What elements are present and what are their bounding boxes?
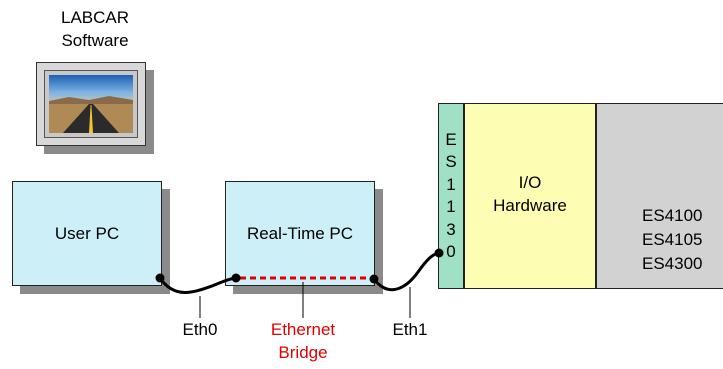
- user-pc-port: [155, 273, 165, 283]
- es1130-char: 1: [446, 174, 456, 194]
- eth1-cable: [372, 251, 440, 292]
- es1130-char: 0: [446, 242, 456, 261]
- es1130-char: S: [445, 152, 457, 171]
- es1130-char: 3: [446, 219, 456, 239]
- rt-pc-label: Real-Time PC: [246, 224, 354, 243]
- es-modules-box: ES4100 ES4105 ES4300: [596, 103, 723, 289]
- user-pc-box: User PC: [12, 181, 162, 286]
- es1130-char: 1: [446, 197, 456, 216]
- es-module-label: ES4105: [642, 230, 703, 249]
- user-pc-label: User PC: [54, 224, 120, 243]
- road-landscape-icon: [36, 62, 146, 146]
- road-photo: [49, 75, 133, 133]
- es1130-char: E: [445, 129, 457, 149]
- rt-pc-port-left: [231, 273, 241, 283]
- rt-pc-port-right: [369, 274, 379, 284]
- es1130-port: [434, 248, 444, 258]
- rt-pc-box: Real-Time PC: [225, 181, 375, 286]
- es1130-strip: E S 1 1 3 0: [438, 103, 464, 289]
- bridge-label-line1: Ethernet: [270, 320, 336, 339]
- eth0-label: Eth0: [182, 320, 218, 339]
- software-label-line2: Software: [61, 31, 129, 50]
- software-label: LABCAR Software: [40, 6, 150, 52]
- ethernet-bridge-label: Ethernet Bridge: [253, 318, 353, 364]
- io-hardware-box: I/O Hardware: [464, 103, 596, 289]
- es-module-label: ES4100: [642, 206, 703, 225]
- software-label-line1: LABCAR: [60, 8, 130, 27]
- io-label-line2: Hardware: [493, 196, 567, 215]
- es-module-label: ES4300: [642, 254, 703, 273]
- eth1-label: Eth1: [392, 320, 428, 339]
- io-label-line1: I/O: [518, 173, 542, 192]
- bridge-label-line2: Bridge: [278, 343, 328, 362]
- eth0-cable: [158, 276, 237, 294]
